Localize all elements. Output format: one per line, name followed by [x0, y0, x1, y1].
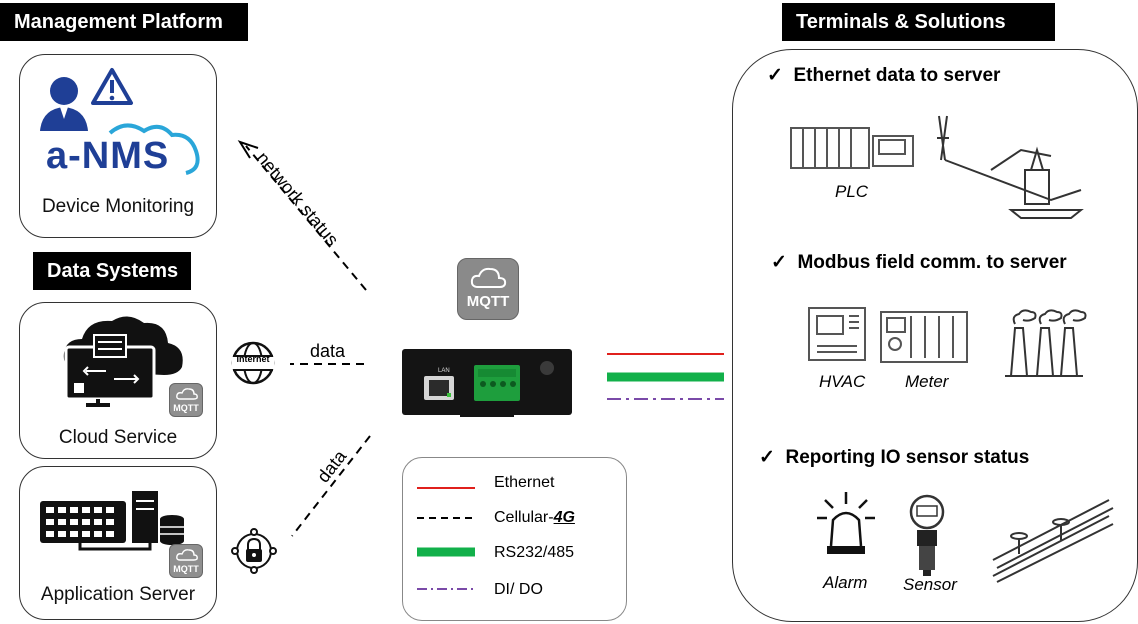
meter-caption: Meter	[905, 372, 949, 391]
terminals-panel: ✓ Ethernet data to server PLC ✓ Modbus f…	[732, 49, 1138, 622]
lan-port	[424, 376, 454, 400]
device-monitoring-card[interactable]: a-NMS Device Monitoring	[19, 54, 217, 238]
legend-cellular-label: Cellular-4G	[494, 509, 575, 527]
mqtt-cloud-badge: MQTT	[457, 258, 519, 320]
plc-icon	[790, 127, 914, 169]
network-status-line	[245, 145, 367, 291]
mqtt-badge: MQTT	[169, 383, 203, 417]
cloud-service-card[interactable]: MQTT Cloud Service	[19, 302, 217, 459]
sensor-icon	[909, 494, 945, 576]
management-platform-header: Management Platform	[0, 3, 248, 41]
cloud-service-label: Cloud Service	[58, 427, 178, 448]
data-systems-header: Data Systems	[33, 252, 191, 290]
mqtt-badge-label: MQTT	[173, 403, 199, 413]
check-icon: ✓	[767, 65, 783, 86]
internet-globe-icon	[231, 341, 275, 385]
cloud-monitor-icon	[63, 316, 183, 407]
application-server-card[interactable]: MQTT Application Server	[19, 466, 217, 620]
nms-cloud-logo	[108, 123, 200, 175]
data-lower-line	[291, 435, 371, 537]
gateway-device: LAN	[402, 349, 572, 417]
lan-port-label: LAN	[438, 368, 450, 374]
legend-rs-label: RS232/485	[494, 544, 575, 561]
nms-brand-text: a-NMS	[46, 135, 170, 177]
mqtt-center-label: MQTT	[466, 293, 510, 310]
section-ethernet-label: Ethernet data to server	[793, 65, 1001, 86]
cloud-icon	[470, 267, 507, 288]
internet-label: Internet	[236, 354, 270, 364]
server-switch-icon	[40, 491, 184, 551]
device-screw	[540, 361, 554, 375]
section-io-title: ✓ Reporting IO sensor status	[759, 446, 1029, 469]
device-monitoring-label: Device Monitoring	[41, 196, 195, 217]
cloud-icon	[176, 388, 198, 400]
section-modbus-label: Modbus field comm. to server	[797, 252, 1067, 273]
check-icon: ✓	[771, 252, 787, 273]
terminals-header: Terminals & Solutions	[782, 3, 1055, 41]
application-server-label: Application Server	[40, 584, 196, 605]
section-modbus-title: ✓ Modbus field comm. to server	[771, 251, 1067, 274]
cloud-icon	[176, 549, 198, 561]
alarm-caption: Alarm	[823, 573, 868, 592]
legend-dido-label: DI/ DO	[494, 581, 543, 598]
factory-icon	[1005, 309, 1087, 377]
data-upper-label: data	[310, 341, 346, 361]
mqtt-badge: MQTT	[169, 544, 203, 578]
secure-network-icon	[231, 528, 277, 574]
plc-caption: PLC	[835, 182, 869, 201]
legend-swatches	[417, 487, 475, 590]
warning-icon	[91, 68, 133, 105]
hvac-icon	[808, 307, 866, 361]
hvac-caption: HVAC	[819, 372, 866, 391]
legend-box: Ethernet Cellular-4G RS232/485 DI/ DO	[402, 457, 627, 621]
legend-cellular-prefix: Cellular-	[494, 509, 554, 526]
section-ethernet-title: ✓ Ethernet data to server	[767, 64, 1000, 87]
legend-cellular-suffix: 4G	[553, 509, 575, 526]
user-icon	[40, 77, 88, 131]
network-status-arrow	[237, 140, 259, 159]
terminal-block	[474, 365, 520, 401]
pump-jack-icon	[937, 115, 1084, 219]
mqtt-badge-label: MQTT	[173, 564, 199, 574]
alarm-icon	[817, 492, 875, 554]
meter-icon	[880, 311, 968, 363]
section-io-label: Reporting IO sensor status	[785, 447, 1030, 468]
sensor-caption: Sensor	[903, 575, 957, 594]
pipeline-valve-icon	[992, 499, 1114, 583]
check-icon: ✓	[759, 447, 775, 468]
legend-ethernet-label: Ethernet	[494, 474, 555, 491]
